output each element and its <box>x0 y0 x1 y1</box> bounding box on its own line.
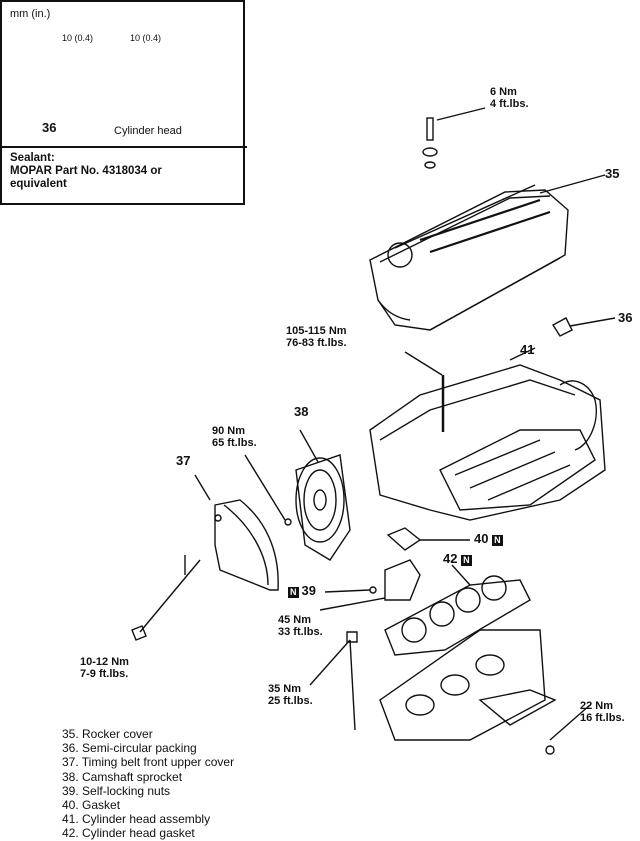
callout-35: 35 <box>605 166 620 181</box>
n-badge: N <box>492 535 503 546</box>
dimension-right: 10 (0.4) <box>130 33 162 43</box>
cylinder-head-label: Cylinder head <box>114 125 182 137</box>
torque-cover-bolt: 10-12 Nm 7-9 ft.lbs. <box>80 656 129 680</box>
inset-divider <box>2 146 247 148</box>
sealant-text: MOPAR Part No. 4318034 or equivalent <box>10 165 162 190</box>
torque-sprocket-bolt: 90 Nm 65 ft.lbs. <box>212 425 257 449</box>
callout-36: 36 <box>618 310 633 325</box>
dimension-left: 10 (0.4) <box>62 33 94 43</box>
parts-legend: 35. Rocker cover 36. Semi-circular packi… <box>62 727 234 841</box>
callout-42: 42 N <box>443 551 472 566</box>
units-label: mm (in.) <box>10 8 51 20</box>
torque-nuts: 45 Nm 33 ft.lbs. <box>278 614 323 638</box>
callout-37: 37 <box>176 453 191 468</box>
torque-35nm: 35 Nm 25 ft.lbs. <box>268 683 313 707</box>
legend-item: 39. Self-locking nuts <box>62 783 171 798</box>
legend-item: 41. Cylinder head assembly <box>62 812 211 827</box>
legend-item: 36. Semi-circular packing <box>62 741 197 756</box>
n-badge: N <box>288 587 299 598</box>
packing-detail-inset: mm (in.) 10 (0.4) 10 (0.4) 36 Cylinder h… <box>0 0 247 205</box>
sealant-title: Sealant: <box>10 152 55 164</box>
legend-item: 35. Rocker cover <box>62 727 153 741</box>
inset-callout-36: 36 <box>42 120 57 135</box>
camshaft-sprocket-drawing <box>244 429 351 561</box>
cylinder-head-drawing <box>369 347 606 521</box>
torque-head-bolt: 105-115 Nm 76-83 ft.lbs. <box>286 325 347 349</box>
callout-40: 40 N <box>474 531 503 546</box>
rocker-cover-bolt-drawing <box>422 107 486 169</box>
sealant-note: Sealant: MOPAR Part No. 4318034 or equiv… <box>10 152 162 191</box>
legend-item: 38. Camshaft sprocket <box>62 769 183 784</box>
legend-item: 42. Cylinder head gasket <box>62 826 195 841</box>
torque-rocker-bolt: 6 Nm 4 ft.lbs. <box>490 86 529 110</box>
legend-item: 40. Gasket <box>62 798 121 813</box>
callout-38: 38 <box>294 404 309 419</box>
torque-22nm: 22 Nm 16 ft.lbs. <box>580 700 625 724</box>
callout-41: 41 <box>520 342 535 357</box>
legend-item: 37. Timing belt front upper cover <box>62 755 235 770</box>
n-badge: N <box>461 555 472 566</box>
head-gasket-drawing <box>384 564 531 656</box>
engine-block-drawing <box>309 629 591 755</box>
gasket-drawing <box>319 527 470 611</box>
rocker-cover-drawing <box>369 174 616 337</box>
timing-cover-drawing <box>131 474 279 641</box>
